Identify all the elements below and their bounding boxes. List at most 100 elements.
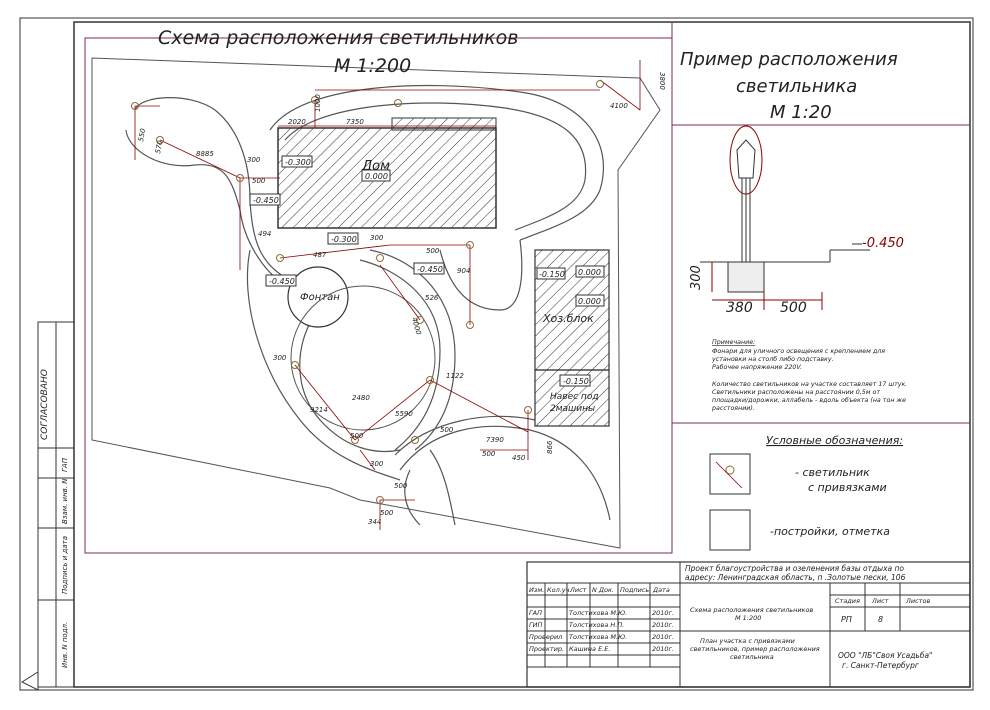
sheet-value: 8 [878,615,883,624]
row-4-name: Кашина Е.Е. [569,645,610,653]
project-line-1: Проект благоустройства и озеленения базы… [685,564,904,573]
header-4: N Док. [592,586,614,594]
sheet-label: Лист [871,597,889,605]
notes-line-7: площадки/дорожки, аллабель - вдоль объек… [712,396,906,404]
mark-8: 0.000 [578,268,601,277]
example-title-1: Пример расположения [680,49,898,70]
side-stamp: СОГЛАСОВАНО ГАП Взам. инв. N Подпись и д… [20,321,75,691]
lamp-17 [376,496,384,504]
legend-lamp-swatch [709,453,751,495]
dim-16: 1122 [446,372,464,380]
notes: Примечание: Фонари для уличного освещени… [711,339,907,412]
mark-6: -0.450 [269,277,295,286]
dim-1: 3800 [658,72,666,90]
legend-heading: Условные обозначения: [766,434,903,447]
lamps [131,80,604,504]
sheets-label: Листов [905,597,930,605]
row-4-role: Проектир. [529,645,564,653]
row-3-name: Толстихова М.Ю. [569,633,627,641]
drawing-2: светильников, пример расположения [690,645,820,653]
mark-5: -0.450 [417,265,443,274]
header-5: Подпись [620,586,649,594]
fountain-label: Фонтан [300,292,340,303]
side-cell-3: Подпись и дата [61,536,69,594]
dim-house-3: 1000 [314,94,322,112]
example-dim-height: 300 [689,265,704,290]
canopy-label-2: 2машины [550,404,595,414]
side-agreed: СОГЛАСОВАНО [40,369,50,440]
legend-lamp-icon [725,465,735,475]
row-1-date: 2010г. [652,609,674,617]
sheet-name-1: Схема расположения светильников [690,606,813,614]
row-3-role: Проверил [529,633,562,641]
site-boundary [91,57,661,549]
lamp-16 [411,436,419,444]
dim-24: 7390 [486,436,504,444]
dim-13: 300 [247,156,261,164]
dim-17: 344 [368,518,381,526]
dim-house-1: 2020 [288,118,306,126]
legend-lamp-2: с привязками [808,481,887,494]
dim-28: 550 [137,127,147,142]
header-2: Кол.уч. [547,586,572,594]
dim-4: 500 [426,247,440,255]
drawing-1: План участка с привязками [700,637,795,645]
project-line-2: адресу: Ленинградская область, п .Золоты… [685,573,906,582]
title-block [526,561,971,688]
dim-11: 866 [546,440,554,454]
lamp-13 [351,436,359,444]
fountain [287,266,349,328]
lamp-12 [291,361,299,369]
dim-21: 904 [457,267,470,275]
notes-line-6: Светильники расположены на расстоянии 0,… [712,389,880,396]
lamp-4 [311,96,319,104]
row-2-name: Толстихова Н.П. [569,621,624,629]
notes-line-2: установки на столб либо подставку. [711,355,834,363]
mark-9: 0.000 [578,297,601,306]
header-1: Изм. [529,586,544,594]
example-dim-a: 380 [726,300,753,316]
row-1-name: Толстихова М.Ю. [569,609,627,617]
lamp-6 [596,80,604,88]
dim-26: 5590 [395,410,413,418]
legend-lamp-1: - светильник [795,466,870,479]
dim-27: 8885 [196,150,214,158]
outer-frame [19,17,974,691]
notes-line-5: Количество светильников на участке соста… [712,381,907,388]
legend-building: -постройки, отметка [770,525,890,538]
mark-7: -0.150 [539,270,565,279]
row-2-date: 2010г. [652,621,674,629]
mark-4: -0.300 [331,235,357,244]
stage-value: РП [841,615,852,624]
dim-2: 4100 [610,102,628,110]
dim-house-2: 7350 [346,118,364,126]
dim-6: 500 [394,482,408,490]
dimension-values: 2020 7350 1000 3800 4100 500 500 500 500… [137,72,666,526]
notes-line-1: Фонари для уличного освещения с креплени… [712,348,885,355]
lamp-11 [416,316,424,324]
dim-7: 500 [350,432,364,440]
row-1-role: ГАП [529,609,542,617]
title-block-text: Проект благоустройства и озеленения базы… [529,564,933,670]
legend: Условные обозначения: - светильник с при… [709,434,903,551]
dim-25: 2480 [352,394,370,402]
lamp-elevation [700,125,870,310]
stage-label: Стадия [835,597,860,605]
plan-title: Схема расположения светильников [158,27,518,49]
notes-line-8: расстоянии). [711,405,755,412]
dim-12: 300 [273,354,287,362]
example-section: Пример расположения светильника М 1:20 -… [680,49,907,412]
dim-19: 487 [313,251,327,259]
dim-22: 4000 [410,316,422,336]
dim-10: 450 [512,454,526,462]
header-6: Дата [652,586,670,594]
mark-2: 0.000 [365,172,388,181]
drawing-3: светильника [730,653,774,661]
lamp-1 [131,102,139,110]
site-plan: Схема расположения светильников М 1:200 … [84,27,673,554]
lamp-14 [426,376,434,384]
lamp-9 [466,241,474,249]
dim-8: 500 [440,426,454,434]
canopy-label-1: Навес под [550,392,599,402]
